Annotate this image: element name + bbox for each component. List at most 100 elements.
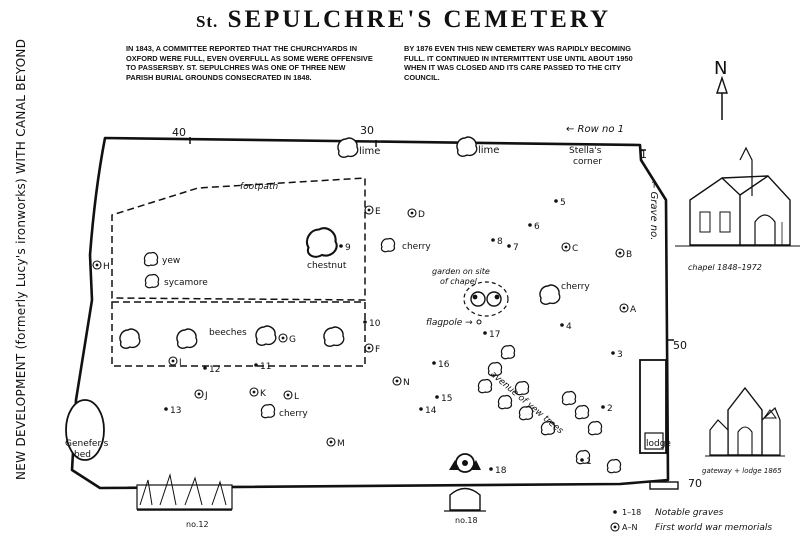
grave-dot-18 bbox=[489, 467, 493, 471]
memorial-icon-A bbox=[619, 303, 629, 313]
memorial-label-A: A bbox=[630, 305, 637, 315]
label-genefers-bed-line1: Genefer's bbox=[65, 439, 109, 449]
legend-memorials-text: First world war memorials bbox=[655, 523, 772, 533]
label-lime-1: lime bbox=[359, 146, 380, 157]
grave-18-illustration bbox=[444, 453, 486, 512]
map-title: St. SEPULCHRE'S CEMETERY bbox=[0, 6, 807, 34]
label-genefers-bed-line2: bed bbox=[74, 450, 91, 460]
label-gateway: gateway + lodge 1865 bbox=[702, 467, 782, 475]
grave-dot-9 bbox=[339, 244, 343, 248]
tree-cherry-2 bbox=[539, 284, 561, 305]
legend-graves-range: 1–18 bbox=[622, 508, 641, 517]
label-lodge: lodge bbox=[646, 439, 671, 449]
grave-dot-10 bbox=[363, 320, 367, 324]
memorial-dot-M bbox=[329, 440, 333, 444]
label-cherry-2: cherry bbox=[561, 282, 590, 292]
memorial-icon-J bbox=[194, 389, 204, 399]
memorial-icon-C bbox=[561, 242, 571, 252]
tree-lime-1 bbox=[337, 137, 359, 158]
memorial-icon-N bbox=[392, 376, 402, 386]
label-sycamore: sycamore bbox=[164, 278, 208, 288]
legend-grave-dot-icon bbox=[613, 510, 617, 514]
legend: 1–18 Notable graves A–N First world war … bbox=[610, 508, 772, 533]
grave-label-13: 13 bbox=[170, 406, 181, 416]
label-garden-line1: garden on site bbox=[432, 267, 490, 276]
title-prefix: St. bbox=[195, 12, 219, 31]
edge-number-30: 30 bbox=[360, 124, 374, 137]
memorial-icon-E bbox=[364, 205, 374, 215]
grave-dot-3 bbox=[611, 351, 615, 355]
cemetery-boundary bbox=[70, 136, 670, 490]
legend-memorials-range: A–N bbox=[622, 523, 637, 532]
label-beeches: beeches bbox=[209, 328, 247, 338]
grave-label-15: 15 bbox=[441, 394, 452, 404]
title-main: SEPULCHRE'S CEMETERY bbox=[227, 6, 612, 33]
grave-label-8: 8 bbox=[497, 237, 503, 247]
grave-dot-13 bbox=[164, 407, 168, 411]
memorial-dot-C bbox=[564, 245, 568, 249]
tree-cherry-1 bbox=[380, 237, 396, 253]
grave-label-12: 12 bbox=[209, 365, 220, 375]
grave-dot-14 bbox=[419, 407, 423, 411]
grave-label-2: 2 bbox=[607, 404, 613, 414]
legend-memorial-icon bbox=[610, 522, 620, 532]
grave-dot-1 bbox=[580, 458, 584, 462]
memorial-label-K: K bbox=[260, 389, 267, 399]
grave-dot-4 bbox=[560, 323, 564, 327]
grave-dot-5 bbox=[554, 199, 558, 203]
row-number-label: ← Row no 1 bbox=[566, 124, 624, 135]
memorial-label-E: E bbox=[375, 207, 381, 217]
grave-dot-11 bbox=[254, 363, 258, 367]
memorial-dot-K bbox=[252, 390, 256, 394]
tree-yew bbox=[143, 251, 159, 267]
memorial-icon-H bbox=[92, 260, 102, 270]
label-yew: yew bbox=[162, 256, 180, 266]
label-footpath: footpath bbox=[240, 182, 278, 192]
grave-label-4: 4 bbox=[566, 322, 572, 332]
footpath-enclosure bbox=[111, 177, 366, 301]
memorial-label-F: F bbox=[375, 345, 380, 355]
grave-12-illustration bbox=[136, 473, 233, 511]
memorial-dot-N bbox=[395, 379, 399, 383]
grave-label-17: 17 bbox=[489, 330, 500, 340]
grave-label-6: 6 bbox=[534, 222, 540, 232]
memorial-dot-J bbox=[197, 392, 201, 396]
edge-number-70: 70 bbox=[688, 477, 702, 490]
tree-cherry-3 bbox=[260, 403, 276, 419]
beeches-enclosure bbox=[111, 301, 366, 367]
intro-left-text: In 1843, a committee reported that the c… bbox=[126, 44, 373, 82]
tree-sycamore bbox=[144, 273, 160, 289]
memorial-dot-I bbox=[171, 359, 175, 363]
grave-label-18: 18 bbox=[495, 466, 507, 476]
label-flagpole: flagpole → bbox=[426, 318, 473, 328]
north-label: N bbox=[714, 58, 727, 79]
memorial-label-J: J bbox=[204, 391, 208, 401]
gateway-marker bbox=[649, 481, 679, 490]
label-no12: no.12 bbox=[186, 520, 209, 529]
flagpole-icon bbox=[476, 319, 482, 325]
memorial-icon-D bbox=[407, 208, 417, 218]
memorial-dot-A bbox=[622, 306, 626, 310]
label-no18: no.18 bbox=[455, 516, 478, 525]
north-arrow-icon bbox=[716, 75, 728, 120]
label-cherry-1: cherry bbox=[402, 242, 431, 252]
grave-label-3: 3 bbox=[617, 350, 623, 360]
memorial-dot-E bbox=[367, 208, 371, 212]
gateway-lodge-illustration bbox=[705, 386, 785, 457]
grave-label-9: 9 bbox=[345, 243, 351, 253]
memorial-dot-F bbox=[367, 346, 371, 350]
tree-beech-3 bbox=[255, 325, 277, 346]
grave-label-1: 1 bbox=[586, 457, 592, 467]
memorial-dot-H bbox=[95, 263, 99, 267]
memorial-icon-L bbox=[283, 390, 293, 400]
grave-dot-6 bbox=[528, 223, 532, 227]
memorial-label-M: M bbox=[337, 439, 345, 449]
genefers-bed-icon bbox=[65, 399, 105, 461]
grave-label-10: 10 bbox=[369, 319, 381, 329]
memorial-label-G: G bbox=[289, 335, 296, 345]
